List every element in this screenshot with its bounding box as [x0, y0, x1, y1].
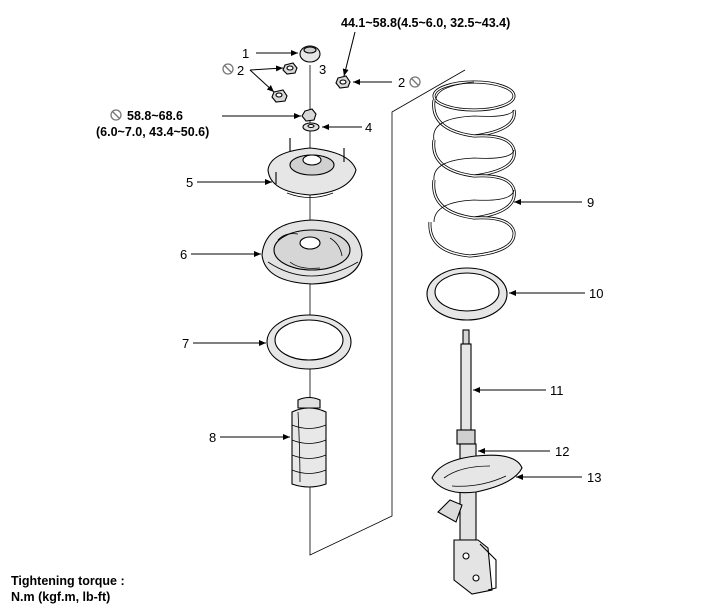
callout-8: 8	[209, 430, 216, 445]
torque-nut-detail: (6.0~7.0, 43.4~50.6)	[96, 125, 209, 139]
dust-cap	[299, 45, 321, 63]
legend-units: N.m (kgf.m, lb-ft)	[11, 590, 111, 604]
dust-cover	[291, 396, 327, 488]
spring-lower-pad	[426, 267, 508, 321]
callout-6: 6	[180, 247, 187, 262]
spring-upper-pad	[266, 314, 352, 370]
washer	[302, 122, 320, 132]
callout-3: 3	[319, 62, 326, 77]
callout-11: 11	[550, 383, 564, 398]
callout-10: 10	[589, 286, 603, 301]
callout-9: 9	[587, 195, 594, 210]
coil-spring	[428, 80, 516, 258]
no-reuse-symbol-nut	[110, 109, 122, 121]
callout-5: 5	[186, 175, 193, 190]
callout-2-right: 2	[398, 75, 405, 90]
legend-title: Tightening torque :	[11, 574, 125, 588]
callout-4: 4	[365, 120, 372, 135]
torque-legend: Tightening torque : N.m (kgf.m, lb-ft)	[11, 573, 125, 605]
torque-nut-value: 58.8~68.6	[127, 109, 183, 123]
self-locking-nut	[301, 108, 317, 122]
strut-insulator	[267, 138, 357, 198]
callout-7: 7	[182, 336, 189, 351]
spring-upper-seat	[261, 219, 363, 285]
callout-13: 13	[587, 470, 601, 485]
strut-assembly	[431, 329, 523, 595]
flange-nut-lower	[271, 89, 288, 103]
torque-top-right: 44.1~58.8(4.5~6.0, 32.5~43.4)	[341, 16, 510, 30]
callout-2-left: 2	[237, 63, 244, 78]
no-reuse-symbol-right	[409, 76, 421, 88]
callout-1: 1	[242, 46, 249, 61]
callout-12: 12	[555, 444, 569, 459]
flange-nut-upper	[282, 62, 298, 75]
leader-lines	[191, 31, 585, 480]
flange-nut-right	[335, 75, 351, 89]
no-reuse-symbol-left	[222, 63, 234, 75]
assembly-outline	[309, 65, 466, 556]
